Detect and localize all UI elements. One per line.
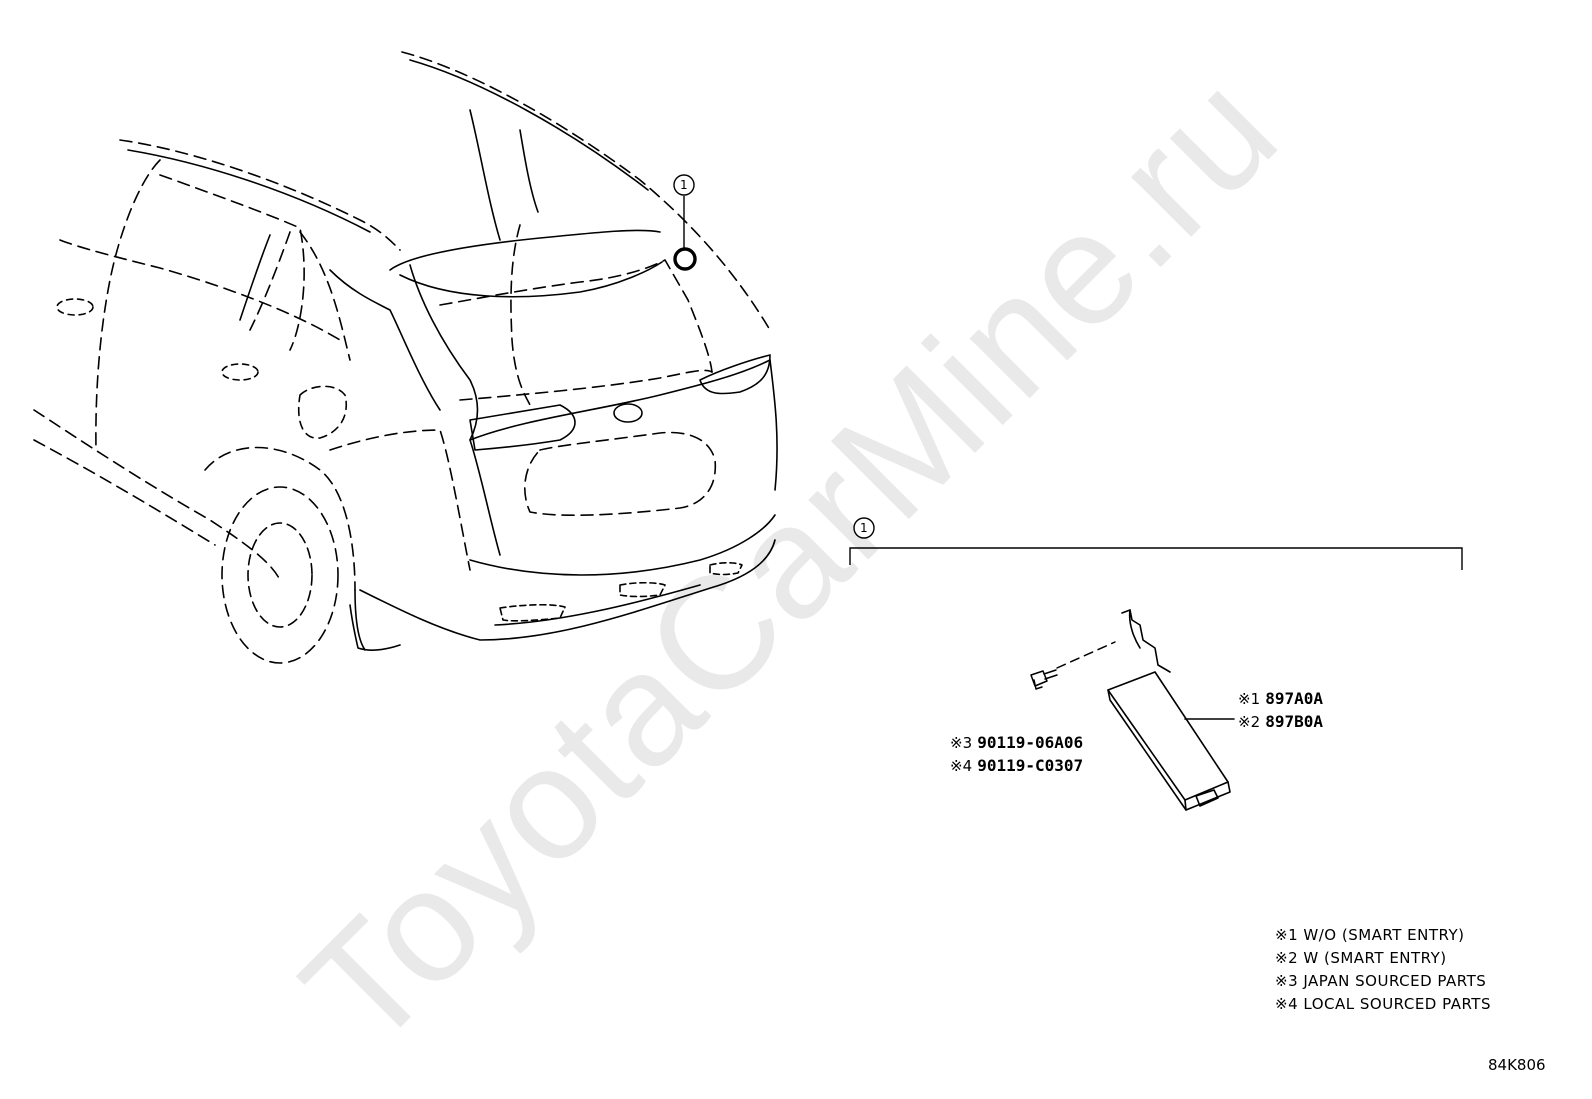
legend-item: ※1 W/O (SMART ENTRY)	[1275, 926, 1465, 944]
vehicle-callout	[673, 174, 697, 271]
legend: ※1 W/O (SMART ENTRY) ※2 W (SMART ENTRY) …	[1275, 924, 1491, 1016]
part-label-screw-2: ※4 90119-C0307	[950, 756, 1083, 775]
receiver-module-icon	[1107, 609, 1235, 811]
part-ref: ※4	[950, 757, 973, 775]
part-label-module-1: ※1 897A0A	[1238, 689, 1323, 708]
part-number: 90119-06A06	[977, 733, 1084, 752]
part-number: 897A0A	[1265, 689, 1324, 708]
legend-item: ※4 LOCAL SOURCED PARTS	[1275, 995, 1491, 1013]
part-number: 897B0A	[1265, 712, 1324, 731]
part-label-module-2: ※2 897B0A	[1238, 712, 1323, 731]
part-number: 90119-C0307	[977, 756, 1084, 775]
vehicle-callout-number: 1	[680, 178, 688, 192]
legend-item: ※2 W (SMART ENTRY)	[1275, 949, 1447, 967]
group-callout-number: 1	[860, 521, 868, 535]
diagram-code: 84K806	[1488, 1056, 1546, 1074]
group-bracket	[849, 517, 1463, 570]
part-ref: ※2	[1238, 713, 1261, 731]
part-ref: ※1	[1238, 690, 1261, 708]
part-label-screw-1: ※3 90119-06A06	[950, 733, 1083, 752]
screw-icon	[1030, 641, 1116, 690]
legend-item: ※3 JAPAN SOURCED PARTS	[1275, 972, 1487, 990]
vehicle-outline	[33, 51, 778, 664]
part-ref: ※3	[950, 734, 973, 752]
